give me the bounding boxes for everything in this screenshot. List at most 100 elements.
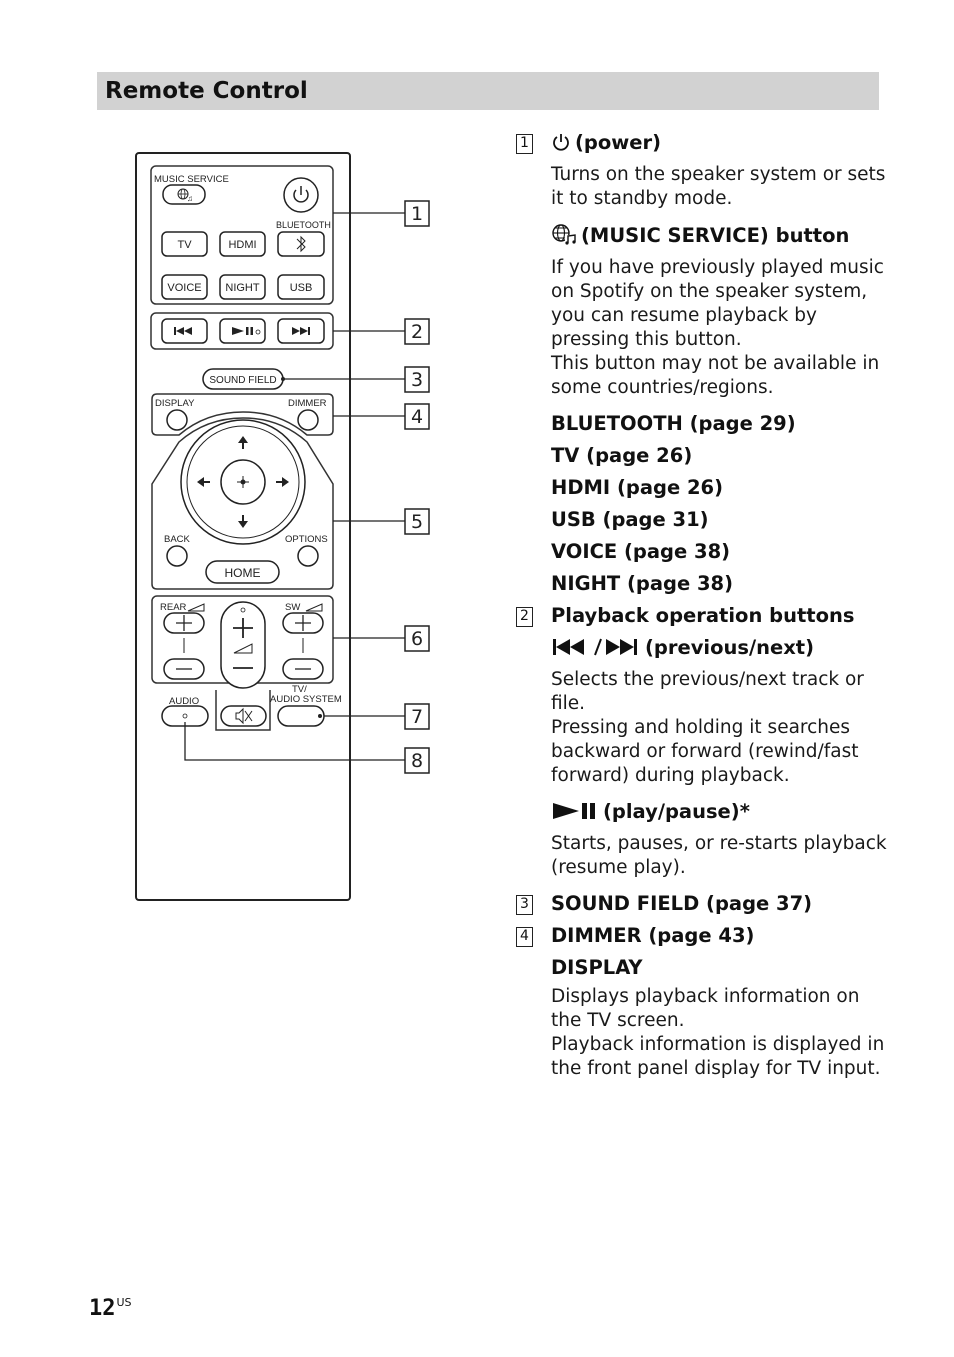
display-label: DISPLAY xyxy=(155,398,195,409)
callout-7: 7 xyxy=(404,703,430,730)
item-number-box: 2 xyxy=(516,607,533,627)
next-icon xyxy=(292,327,310,335)
music-service-icon: ♫ xyxy=(177,188,193,203)
description-entry: TV (page 26) xyxy=(514,441,894,473)
description-entry: VOICE (page 38) xyxy=(514,537,894,569)
description-heading: DISPLAY xyxy=(551,953,894,985)
description-heading-text: HDMI (page 26) xyxy=(551,476,724,499)
description-heading: HDMI (page 26) xyxy=(551,473,894,505)
usb-button-label: USB xyxy=(290,282,313,294)
description-heading: BLUETOOTH (page 29) xyxy=(551,409,894,441)
description-heading-text: (power) xyxy=(575,131,662,154)
audio-label: AUDIO xyxy=(169,696,199,707)
item-number-box: 3 xyxy=(516,895,533,915)
right-arrow-icon[interactable] xyxy=(282,477,289,487)
description-entry: HDMI (page 26) xyxy=(514,473,894,505)
volume-icon xyxy=(233,643,253,654)
display-dimmer-group xyxy=(151,393,334,436)
callout-6: 6 xyxy=(404,625,430,652)
svg-text:8: 8 xyxy=(411,750,423,772)
tv-button-label: TV xyxy=(177,239,192,251)
page-number-suffix: US xyxy=(116,1296,132,1309)
voice-button-label: VOICE xyxy=(167,282,201,294)
options-button[interactable] xyxy=(297,545,319,567)
callout-4: 4 xyxy=(404,403,430,430)
description-entry: (previous/next)Selects the previous/next… xyxy=(514,633,894,797)
description-heading: (MUSIC SERVICE) button xyxy=(551,220,894,256)
description-entry: 4 DIMMER (page 43) xyxy=(514,921,894,953)
description-entry: 2 Playback operation buttons xyxy=(514,601,894,633)
down-arrow-icon[interactable] xyxy=(238,521,248,528)
voice-button[interactable] xyxy=(161,274,208,300)
callout-8: 8 xyxy=(404,747,430,774)
rear-volume-icon xyxy=(187,603,205,612)
display-button[interactable] xyxy=(166,409,188,431)
item-number-box: 1 xyxy=(516,134,533,154)
description-heading-text: TV (page 26) xyxy=(551,444,693,467)
night-button-label: NIGHT xyxy=(225,282,260,294)
svg-text:5: 5 xyxy=(411,511,423,533)
usb-button[interactable] xyxy=(277,274,325,300)
description-heading: SOUND FIELD (page 37) xyxy=(551,889,894,921)
page-number-value: 12 xyxy=(89,1296,116,1321)
play-pause-icon xyxy=(551,801,599,827)
description-text: Starts, pauses, or re-starts playback (r… xyxy=(551,833,887,878)
left-arrow-icon[interactable] xyxy=(197,477,204,487)
music-service-button[interactable] xyxy=(162,184,206,205)
volume-rocker[interactable] xyxy=(220,601,266,689)
sw-volume-icon xyxy=(305,603,323,612)
description-heading-text: VOICE (page 38) xyxy=(551,540,731,563)
description-entry: 3 SOUND FIELD (page 37) xyxy=(514,889,894,921)
tv-button[interactable] xyxy=(161,231,208,257)
tv-audio-system-label-2: AUDIO SYSTEM xyxy=(270,694,342,705)
callout-3: 3 xyxy=(404,366,430,393)
power-icon xyxy=(551,132,571,158)
description-heading: USB (page 31) xyxy=(551,505,894,537)
callout-lines xyxy=(184,212,405,761)
svg-text:6: 6 xyxy=(411,628,423,650)
description-heading-text: BLUETOOTH (page 29) xyxy=(551,412,796,435)
mute-frame xyxy=(215,690,271,731)
up-arrow-icon[interactable] xyxy=(238,436,248,443)
description-heading: NIGHT (page 38) xyxy=(551,569,894,601)
tv-audio-system-button[interactable] xyxy=(277,705,325,727)
previous-icon xyxy=(174,327,192,335)
svg-text:4: 4 xyxy=(411,406,423,428)
svg-text:1: 1 xyxy=(411,203,423,225)
play-pause-icon xyxy=(232,327,261,335)
hdmi-button[interactable] xyxy=(219,231,266,257)
navigation-ring-inner xyxy=(186,425,300,539)
home-button[interactable] xyxy=(205,560,280,584)
enter-icon xyxy=(237,476,249,488)
dimmer-button[interactable] xyxy=(297,409,319,431)
description-heading: DIMMER (page 43) xyxy=(551,921,894,953)
tv-audio-system-label-1: TV/ xyxy=(292,684,307,695)
description-heading-text: DISPLAY xyxy=(551,956,643,979)
dimmer-label: DIMMER xyxy=(288,398,327,409)
description-heading-text: NIGHT (page 38) xyxy=(551,572,734,595)
svg-text:2: 2 xyxy=(411,321,423,343)
description-heading-text: Playback operation buttons xyxy=(551,604,855,627)
svg-text:3: 3 xyxy=(411,369,423,391)
description-text: If you have previously played music on S… xyxy=(551,257,884,398)
callout-5: 5 xyxy=(404,508,430,535)
description-heading: (power) xyxy=(551,128,894,163)
item-number-box: 4 xyxy=(516,927,533,947)
callout-1: 1 xyxy=(404,200,430,227)
back-label: BACK xyxy=(164,534,191,545)
bluetooth-label: BLUETOOTH xyxy=(276,220,331,230)
page-number: 12US xyxy=(89,1296,132,1321)
description-heading-text: (play/pause)* xyxy=(603,800,750,823)
description-heading-text: SOUND FIELD (page 37) xyxy=(551,892,813,915)
description-heading: VOICE (page 38) xyxy=(551,537,894,569)
description-entry: NIGHT (page 38) xyxy=(514,569,894,601)
back-button[interactable] xyxy=(166,545,188,567)
callout-2: 2 xyxy=(404,318,430,345)
svg-text:7: 7 xyxy=(411,706,423,728)
description-text: Selects the previous/next track or file.… xyxy=(551,669,864,786)
description-heading: (previous/next) xyxy=(551,633,894,668)
night-button[interactable] xyxy=(219,274,266,300)
top-button-group xyxy=(150,165,334,305)
